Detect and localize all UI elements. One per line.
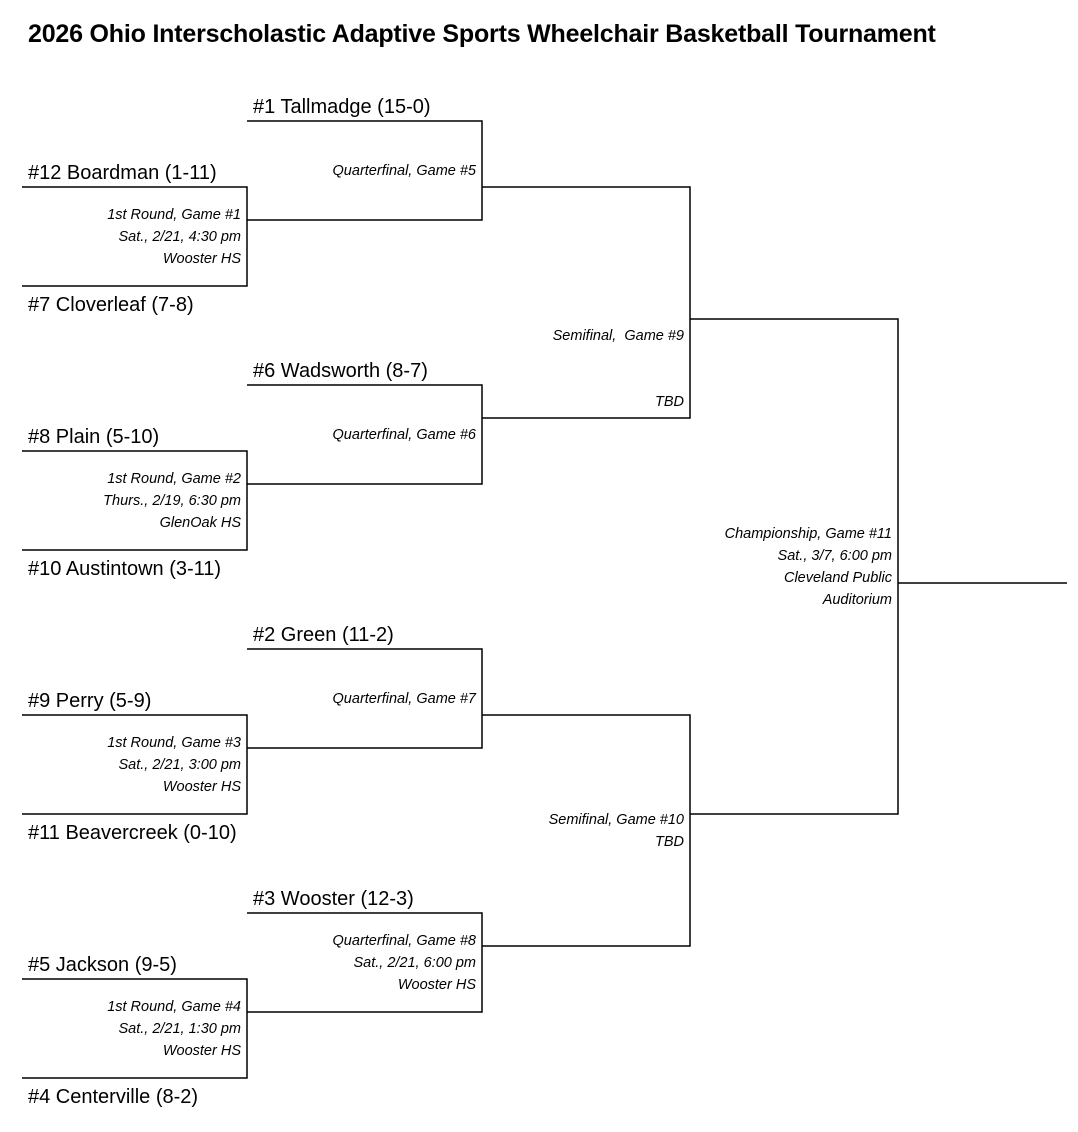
game-2-datetime: Thurs., 2/19, 6:30 pm [103,493,241,509]
game-9-round: Semifinal, Game #9 [552,328,684,344]
page-title: 2026 Ohio Interscholastic Adaptive Sport… [28,20,936,48]
game-8-round: Quarterfinal, Game #8 [332,933,476,949]
team-cloverleaf: #7 Cloverleaf (7-8) [28,294,194,316]
game-10-round: Semifinal, Game #10 [548,812,684,828]
team-green: #2 Green (11-2) [253,624,394,646]
team-austintown: #10 Austintown (3-11) [28,558,222,580]
game-2-bracket-line [22,450,248,551]
game-10-datetime: TBD [655,834,684,850]
game-10-bracket-line [482,714,691,947]
game-4-bracket-line [22,978,248,1079]
game-3-venue: Wooster HS [162,779,241,795]
game-11-round: Championship, Game #11 [724,526,892,542]
game-9-datetime: TBD [655,394,684,410]
game-2-round: 1st Round, Game #2 [107,471,241,487]
game-11-venue: Cleveland Public [783,570,892,586]
game-4-round: 1st Round, Game #4 [107,999,241,1015]
team-wadsworth: #6 Wadsworth (8-7) [253,360,428,382]
game-11-datetime: Sat., 3/7, 6:00 pm [777,548,892,564]
game-11-bracket-line [690,318,899,815]
game-1-info: 1st Round, Game #1 Sat., 2/21, 4:30 pm W… [107,204,241,270]
team-plain: #8 Plain (5-10) [28,426,160,448]
game-5-info: Quarterfinal, Game #5 [333,160,476,182]
game-2-info: 1st Round, Game #2 Thurs., 2/19, 6:30 pm… [103,468,241,534]
game-6-bracket-line [247,384,483,485]
game-9-bracket-line [482,186,691,419]
game-8-bracket-line [247,912,483,1013]
game-4-venue: Wooster HS [162,1043,241,1059]
game-3-bracket-line [22,714,248,815]
game-7-round: Quarterfinal, Game #7 [332,691,476,707]
game-7-bracket-line [247,648,483,749]
game-3-round: 1st Round, Game #3 [107,735,241,751]
game-7-info: Quarterfinal, Game #7 [333,688,476,710]
game-2-venue: GlenOak HS [159,515,241,531]
team-boardman: #12 Boardman (1-11) [28,162,217,184]
game-4-info: 1st Round, Game #4 Sat., 2/21, 1:30 pm W… [107,996,241,1062]
game-6-info: Quarterfinal, Game #6 [333,424,476,446]
game-10-info: Semifinal, Game #10 TBD [549,809,684,853]
game-11-venue-line2: Auditorium [822,592,892,608]
game-8-info: Quarterfinal, Game #8 Sat., 2/21, 6:00 p… [333,930,476,996]
game-3-datetime: Sat., 2/21, 3:00 pm [118,757,241,773]
team-tallmadge: #1 Tallmadge (15-0) [253,96,431,118]
game-5-bracket-line [247,120,483,221]
game-1-bracket-line [22,186,248,287]
game-9-info: Semifinal, Game #9 TBD [553,281,684,435]
game-11-info: Championship, Game #11 Sat., 3/7, 6:00 p… [725,523,892,611]
team-perry: #9 Perry (5-9) [28,690,152,712]
team-centerville: #4 Centerville (8-2) [28,1086,199,1108]
game-8-datetime: Sat., 2/21, 6:00 pm [353,955,476,971]
game-4-datetime: Sat., 2/21, 1:30 pm [118,1021,241,1037]
team-jackson: #5 Jackson (9-5) [28,954,177,976]
team-wooster: #3 Wooster (12-3) [253,888,414,910]
game-8-venue: Wooster HS [397,977,476,993]
game-6-round: Quarterfinal, Game #6 [332,427,476,443]
team-beavercreek: #11 Beavercreek (0-10) [28,822,237,844]
game-5-round: Quarterfinal, Game #5 [332,163,476,179]
game-1-round: 1st Round, Game #1 [107,207,241,223]
game-3-info: 1st Round, Game #3 Sat., 2/21, 3:00 pm W… [107,732,241,798]
game-1-venue: Wooster HS [162,251,241,267]
game-1-datetime: Sat., 2/21, 4:30 pm [118,229,241,245]
